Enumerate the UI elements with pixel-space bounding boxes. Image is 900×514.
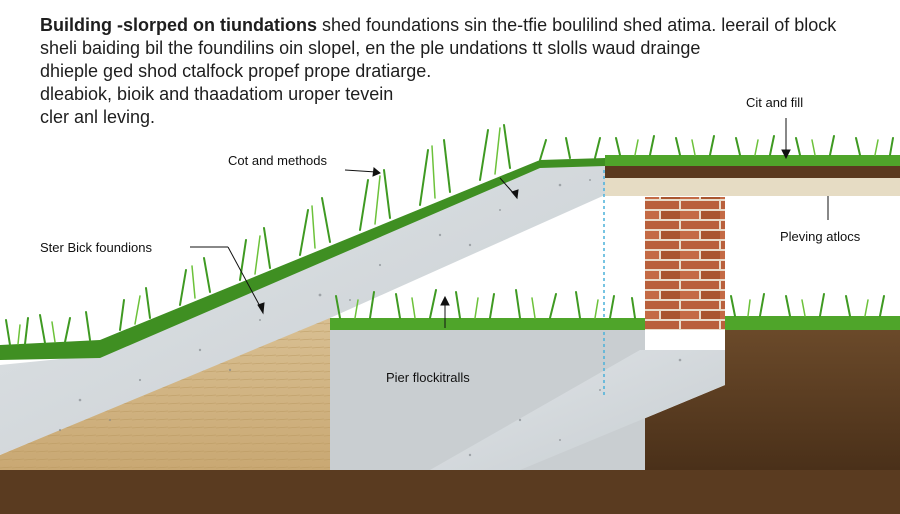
- leader-lines: [190, 118, 829, 328]
- description-text: Building -slorped on tiundations shed fo…: [40, 14, 880, 129]
- description-line-3: dhieple ged shod ctalfock propef prope d…: [40, 61, 432, 81]
- description-title: Building -slorped on tiundations: [40, 15, 317, 35]
- description-line-5: cler anl leving.: [40, 107, 156, 127]
- label-step-block: Ster Bick foundions: [40, 240, 153, 255]
- bottom-soil-layer: [0, 468, 900, 514]
- diagonal-concrete-footing: [430, 350, 725, 470]
- label-pier: Pier flockitralls: [386, 370, 470, 385]
- description-line-1: Building -slorped on tiundations shed fo…: [40, 15, 837, 35]
- description-line-4: dleabiok, bioik and thaadatiom uroper te…: [40, 84, 394, 104]
- label-paving: Pleving atlocs: [780, 229, 861, 244]
- paving-layer: [605, 178, 900, 196]
- sloped-concrete-slab: [0, 165, 605, 455]
- label-cut-and-methods: Cot and methods: [228, 153, 328, 168]
- label-cut-and-fill: Cit and fill: [746, 95, 804, 110]
- grass: [0, 124, 900, 360]
- description-line-2: sheli baiding bil the foundilins oin slo…: [40, 38, 701, 58]
- brick-pillar: [645, 197, 725, 330]
